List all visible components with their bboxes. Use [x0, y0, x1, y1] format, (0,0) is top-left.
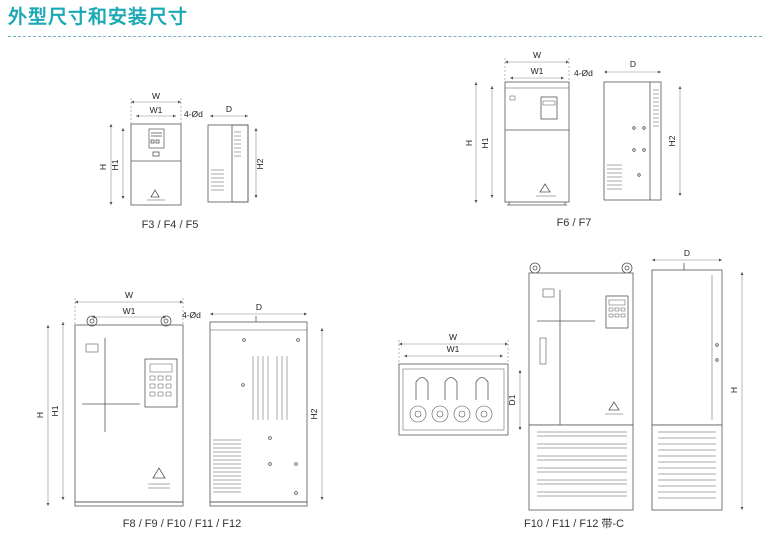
f3-w1-label: W1 [150, 105, 163, 115]
caption-f10-f12-c: F10 / F11 / F12 带-C [524, 517, 624, 530]
f8-side-view [209, 316, 308, 507]
title-divider [8, 36, 762, 37]
f8-h2-label: H2 [309, 408, 319, 419]
f8-w1-label: W1 [123, 306, 136, 316]
f6-h-label: H [464, 140, 474, 146]
f6-hole-label: 4-Ød [574, 68, 593, 78]
caption-f6-f7: F6 / F7 [557, 217, 592, 229]
f6-side-view [603, 81, 662, 201]
f10c-d1-label: D1 [507, 394, 517, 405]
model-f10-f12-c: W W1 D1 D H F10 / F11 / F12 带-C [398, 248, 744, 530]
f8-front-view [74, 315, 184, 507]
f8-d-label: D [256, 302, 262, 312]
f3-side-view [207, 124, 249, 203]
f6-front-view [504, 81, 570, 206]
f6-h2-label: H2 [667, 135, 677, 146]
f10c-w1-label: W1 [447, 344, 460, 354]
f3-h2-label: H2 [255, 158, 265, 169]
f8-h1-label: H1 [50, 405, 60, 416]
model-f3-f5: W W1 H H1 4-Ød D H2 F3 / F4 / F5 [98, 91, 265, 231]
f6-h1-label: H1 [480, 137, 490, 148]
f10c-bottom-view [398, 363, 509, 436]
f8-w-label: W [125, 290, 133, 300]
page-title: 外型尺寸和安装尺寸 [8, 6, 189, 28]
f3-h-label: H [98, 164, 108, 170]
f3-w-label: W [152, 91, 160, 101]
f3-d-label: D [226, 104, 232, 114]
f10c-front-view [528, 262, 634, 511]
f6-dimensions [474, 58, 682, 203]
f10c-h-label: H [729, 387, 739, 393]
f10c-w-label: W [449, 332, 457, 342]
f10c-d-label: D [684, 248, 690, 258]
f3-front-view [130, 123, 182, 206]
caption-f3-f5: F3 / F4 / F5 [142, 219, 199, 231]
f8-hole-label: 4-Ød [182, 310, 201, 320]
f8-h-label: H [35, 412, 45, 418]
f8-dimensions [46, 298, 324, 506]
f3-dimensions [109, 98, 258, 205]
f6-d-label: D [630, 59, 636, 69]
f3-h1-label: H1 [110, 159, 120, 170]
model-f8-f12: W W1 H H1 4-Ød D H2 F8 / F9 / F10 / F11 … [35, 290, 324, 530]
f10c-side-view [651, 263, 723, 511]
caption-f8-f12: F8 / F9 / F10 / F11 / F12 [123, 518, 241, 530]
f6-w-label: W [533, 50, 541, 60]
f3-hole-label: 4-Ød [184, 109, 203, 119]
model-f6-f7: W W1 H H1 4-Ød D H2 F6 / F7 [464, 50, 682, 229]
f10c-dimensions [398, 258, 744, 510]
f6-w1-label: W1 [531, 66, 544, 76]
